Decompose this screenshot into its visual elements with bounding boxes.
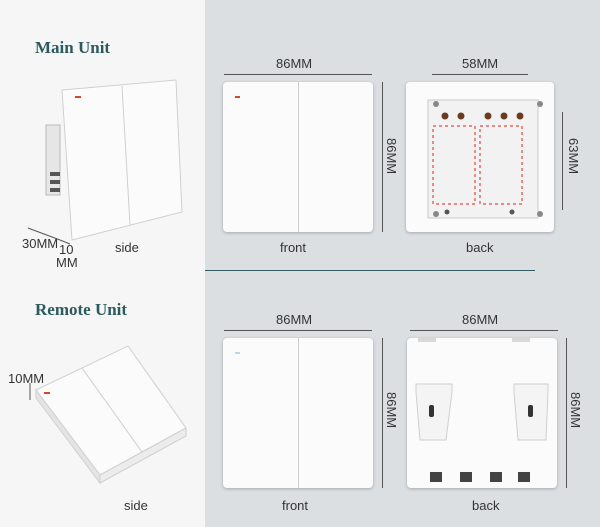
remote-front-width-line (224, 330, 372, 331)
remote-back-width-label: 86MM (462, 312, 499, 327)
remote-thickness-label: 10MM (8, 371, 45, 386)
main-unit-title: Main Unit (35, 38, 111, 57)
remote-front-height-label: 86MM (384, 392, 399, 429)
remote-front-height-line (382, 338, 383, 488)
main-depth-label: 30MM (22, 236, 59, 251)
main-depth-label-c: MM (56, 255, 78, 270)
main-front-height-line (382, 82, 383, 232)
section-divider (205, 270, 535, 271)
remote-back-width-line (410, 330, 558, 331)
remote-unit-title: Remote Unit (35, 300, 128, 319)
remote-side-caption: side (124, 498, 148, 513)
main-front-led-icon (235, 96, 240, 98)
main-back-caption: back (466, 240, 494, 255)
remote-front-width-label: 86MM (276, 312, 313, 327)
main-front-caption: front (280, 240, 307, 255)
main-front-plate (223, 82, 373, 232)
main-back-height-line (562, 112, 563, 210)
main-front-height-label: 86MM (384, 138, 399, 175)
remote-back-height-line (566, 338, 567, 488)
remote-back-caption: back (472, 498, 500, 513)
remote-front-caption: front (282, 498, 309, 513)
remote-front-plate (223, 338, 373, 488)
main-back-width-line (432, 74, 528, 75)
main-back-width-label: 58MM (462, 56, 499, 71)
main-depth-label-b: 10 (59, 242, 74, 257)
main-side-caption: side (115, 240, 139, 255)
main-front-width-label: 86MM (276, 56, 313, 71)
main-back-height-label: 63MM (566, 138, 581, 175)
remote-front-indicator-icon (235, 352, 240, 354)
remote-front-button-split (298, 338, 299, 488)
main-front-button-split (298, 82, 299, 232)
main-front-width-line (224, 74, 372, 75)
remote-back-height-label: 86MM (568, 392, 583, 429)
